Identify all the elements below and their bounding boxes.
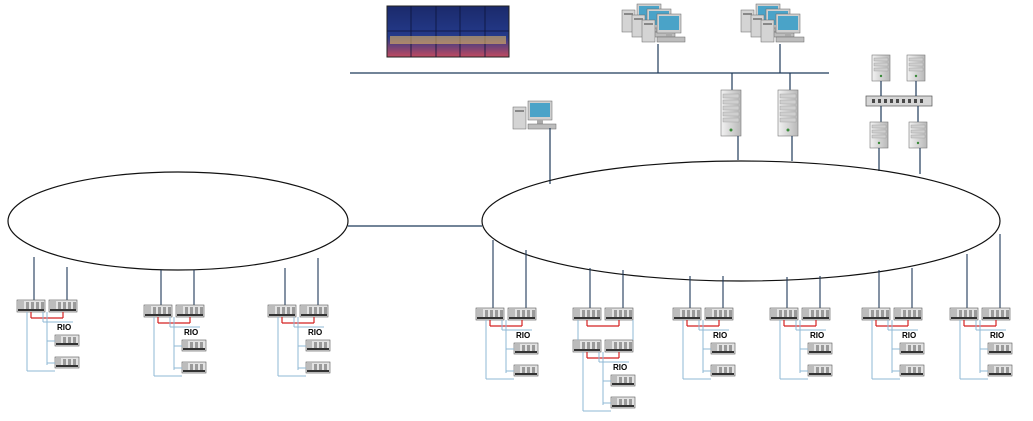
rio-module-icon — [54, 334, 80, 347]
plc-rack-icon — [507, 307, 537, 321]
rio-label: RIO — [308, 328, 322, 337]
rio-module-icon — [305, 361, 331, 374]
rio-module-icon — [807, 342, 833, 355]
rio-label: RIO — [516, 331, 530, 340]
ring-network-right — [481, 160, 1001, 282]
plc-rack-icon — [299, 304, 329, 318]
network-switch-icon — [865, 95, 933, 107]
rio-module-icon — [987, 342, 1013, 355]
plc-rack-icon — [267, 304, 297, 318]
plc-rack-icon — [475, 307, 505, 321]
server-icon — [906, 54, 926, 82]
control-stations: RIO RIO RIO RIO RIO RIO RIO RIO RIO — [16, 234, 1013, 412]
server-icon — [871, 54, 891, 82]
rio-module-icon — [513, 342, 539, 355]
rio-module-icon — [181, 339, 207, 352]
rio-module-icon — [807, 364, 833, 377]
plc-rack-icon — [672, 307, 702, 321]
plc-station: RIO — [861, 268, 925, 380]
plc-rack-icon — [175, 304, 205, 318]
rio-label: RIO — [990, 331, 1004, 340]
server-icon — [908, 121, 928, 149]
plc-rack-icon — [981, 307, 1011, 321]
plc-rack-icon — [949, 307, 979, 321]
plc-rack-icon — [861, 307, 891, 321]
server-icon — [777, 89, 799, 137]
plc-rack-icon — [704, 307, 734, 321]
plc-rack-icon — [16, 299, 46, 313]
rio-module-icon — [899, 342, 925, 355]
video-wall-icon — [386, 5, 510, 58]
rio-module-icon — [305, 339, 331, 352]
plc-rack-icon — [769, 307, 799, 321]
plc-rack-icon — [48, 299, 78, 313]
rio-module-icon — [610, 374, 636, 387]
plc-station: RIO — [949, 234, 1013, 380]
plc-rack-icon — [893, 307, 923, 321]
rio-module-icon — [710, 364, 736, 377]
rio-label: RIO — [184, 328, 198, 337]
rio-module-icon — [710, 342, 736, 355]
management-bus — [350, 44, 829, 92]
rio-label: RIO — [810, 331, 824, 340]
rio-module-icon — [987, 364, 1013, 377]
workstation-group-icon — [621, 3, 686, 43]
rio-module-icon — [899, 364, 925, 377]
rio-label: RIO — [57, 323, 71, 332]
plc-station: RIO — [267, 258, 331, 377]
server-icon — [720, 89, 742, 137]
server-icon — [869, 121, 889, 149]
plc-station: RIO — [143, 270, 207, 377]
workstation-icon — [512, 100, 557, 130]
rio-module-icon — [181, 361, 207, 374]
rio-module-icon — [513, 364, 539, 377]
plc-rack-icon — [604, 307, 634, 321]
plc-rack-icon — [143, 304, 173, 318]
rio-module-icon — [610, 396, 636, 409]
plc-rack-icon — [604, 339, 634, 353]
rio-label: RIO — [713, 331, 727, 340]
plc-station: RIO — [672, 276, 736, 380]
plc-station: RIO — [475, 240, 539, 380]
ring-network-left — [7, 171, 349, 271]
plc-station: RIO — [769, 276, 833, 380]
plc-station: RIO — [572, 268, 636, 412]
plc-rack-icon — [572, 339, 602, 353]
plc-rack-icon — [572, 307, 602, 321]
workstation-group-icon — [740, 3, 805, 43]
rio-module-icon — [54, 356, 80, 369]
plc-rack-icon — [801, 307, 831, 321]
plc-station: RIO — [16, 257, 80, 372]
rio-label: RIO — [613, 363, 627, 372]
rio-label: RIO — [902, 331, 916, 340]
